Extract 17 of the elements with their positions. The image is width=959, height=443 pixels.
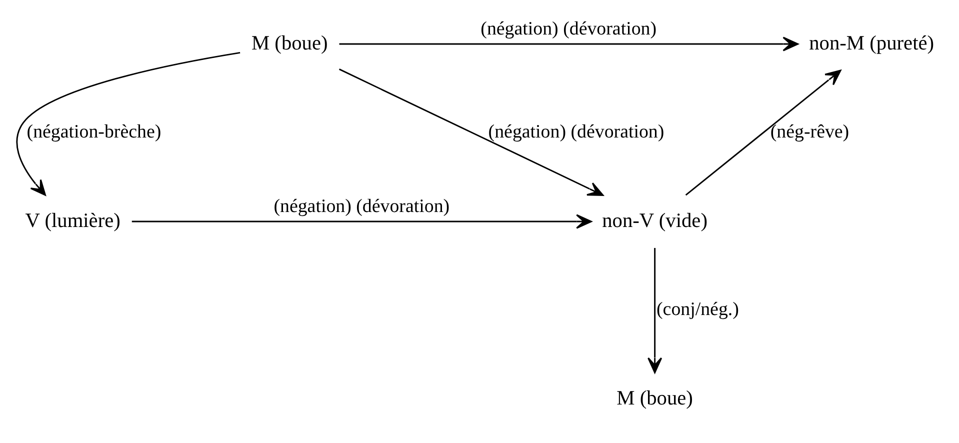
arrow bbox=[685, 70, 842, 196]
edge-label: (négation) (dévoration) bbox=[480, 18, 657, 40]
arrow bbox=[16, 52, 240, 196]
node-text: V (lumière) bbox=[25, 210, 120, 232]
edge-label: (négation-brèche) bbox=[26, 122, 162, 143]
arrow bbox=[648, 248, 662, 374]
arrow bbox=[338, 68, 604, 196]
edge-label: (négation) (dévoration) bbox=[488, 122, 664, 143]
edge-label: (conj/nég.) bbox=[656, 299, 739, 320]
edge-label: (nég-rêve) bbox=[770, 122, 850, 143]
arrow bbox=[132, 214, 592, 229]
edge-label: (négation) (dévoration) bbox=[274, 196, 450, 217]
node-text: non-V (vide) bbox=[602, 210, 708, 232]
node-text: M (boue) bbox=[251, 32, 328, 54]
node-text: non-M (pureté) bbox=[809, 32, 934, 54]
node-text: M (boue) bbox=[616, 387, 693, 410]
arrow bbox=[339, 36, 799, 52]
